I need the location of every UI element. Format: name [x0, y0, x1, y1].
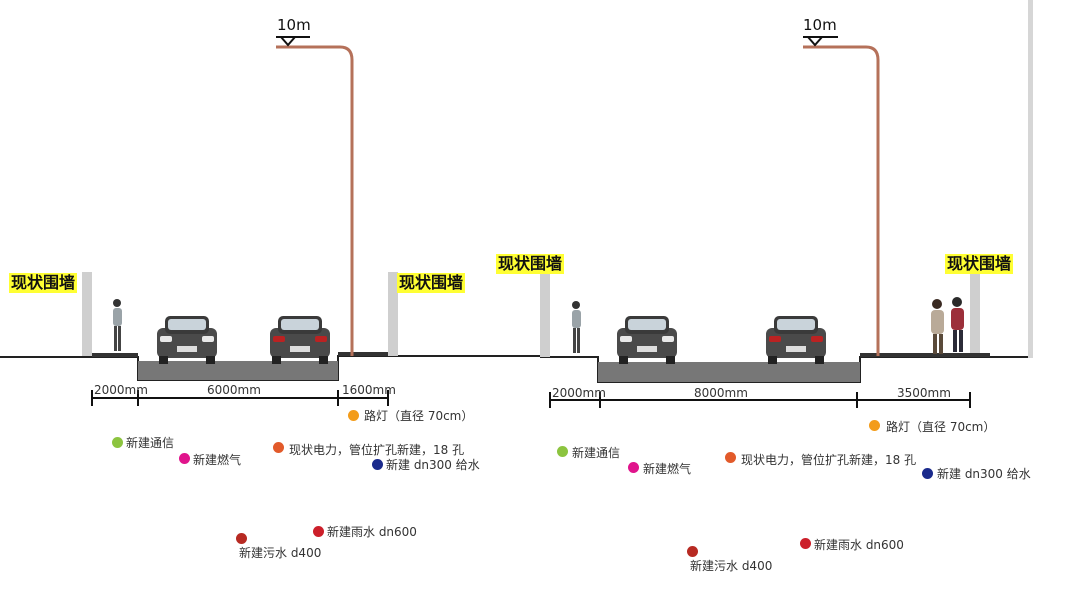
right-dim-sidewalk: 2000mm [552, 386, 606, 400]
right-pole-height: 10m [803, 16, 837, 34]
telecom-marker [112, 437, 123, 448]
right-dim-verge: 3500mm [897, 386, 951, 400]
left-wall-label-left: 现状围墙 [9, 273, 78, 293]
pedestrian-icon [931, 299, 944, 354]
left-wall-right [388, 272, 398, 356]
gas-marker [179, 453, 190, 464]
left-pole-height: 10m [277, 16, 311, 34]
right-wall-label-left: 现状围墙 [496, 254, 565, 274]
power-marker [725, 452, 736, 463]
left-legend-sewage: 新建污水 d400 [239, 546, 322, 560]
right-edge-wall [1028, 0, 1033, 358]
lamp-marker [869, 420, 880, 431]
lamp-marker [348, 410, 359, 421]
car-icon [157, 316, 217, 364]
pedestrian-icon [572, 301, 581, 353]
left-dimension-line [91, 390, 389, 406]
water-marker [922, 468, 933, 479]
sewage-marker [687, 546, 698, 557]
left-road-slab [138, 361, 338, 380]
car-icon [270, 316, 330, 364]
right-section-profile [540, 0, 1033, 383]
left-dim-road: 6000mm [207, 383, 261, 397]
left-street-light [276, 36, 354, 356]
left-legend-water: 新建 dn300 给水 [386, 458, 480, 472]
sewage-marker [236, 533, 247, 544]
left-legend-gas: 新建燃气 [193, 453, 242, 467]
left-dim-sidewalk: 2000mm [94, 383, 148, 397]
left-wall-left [82, 272, 92, 356]
right-legend-water: 新建 dn300 给水 [937, 467, 1031, 481]
right-legend-gas: 新建燃气 [643, 462, 692, 476]
right-legend-sewage: 新建污水 d400 [690, 559, 773, 573]
car-icon [617, 316, 677, 364]
right-dimension-line [549, 392, 971, 408]
left-legend-power: 现状电力，管位扩孔新建，18 孔 [289, 443, 465, 457]
telecom-marker [557, 446, 568, 457]
right-legend-telecom: 新建通信 [572, 446, 621, 460]
rain-marker [313, 526, 324, 537]
right-wall-label-right: 现状围墙 [945, 254, 1014, 274]
pedestrian-icon [951, 297, 964, 352]
rain-marker [800, 538, 811, 549]
car-icon [766, 316, 826, 364]
right-legend-lamp: 路灯（直径 70cm） [886, 420, 996, 434]
right-wall-right [970, 272, 980, 357]
right-wall-left [540, 272, 550, 357]
right-legend-rain: 新建雨水 dn600 [814, 538, 904, 552]
right-street-light [803, 36, 880, 356]
left-legend-rain: 新建雨水 dn600 [327, 525, 417, 539]
power-marker [273, 442, 284, 453]
gas-marker [628, 462, 639, 473]
left-legend-lamp: 路灯（直径 70cm） [364, 409, 474, 423]
left-dim-verge: 1600mm [342, 383, 396, 397]
left-wall-label-right: 现状围墙 [397, 273, 466, 293]
left-section-profile [0, 272, 540, 381]
left-legend-telecom: 新建通信 [126, 436, 175, 450]
right-dim-road: 8000mm [694, 386, 748, 400]
water-marker [372, 459, 383, 470]
right-road-slab [598, 362, 860, 382]
right-legend-power: 现状电力，管位扩孔新建，18 孔 [741, 453, 917, 467]
pedestrian-icon [113, 299, 122, 351]
